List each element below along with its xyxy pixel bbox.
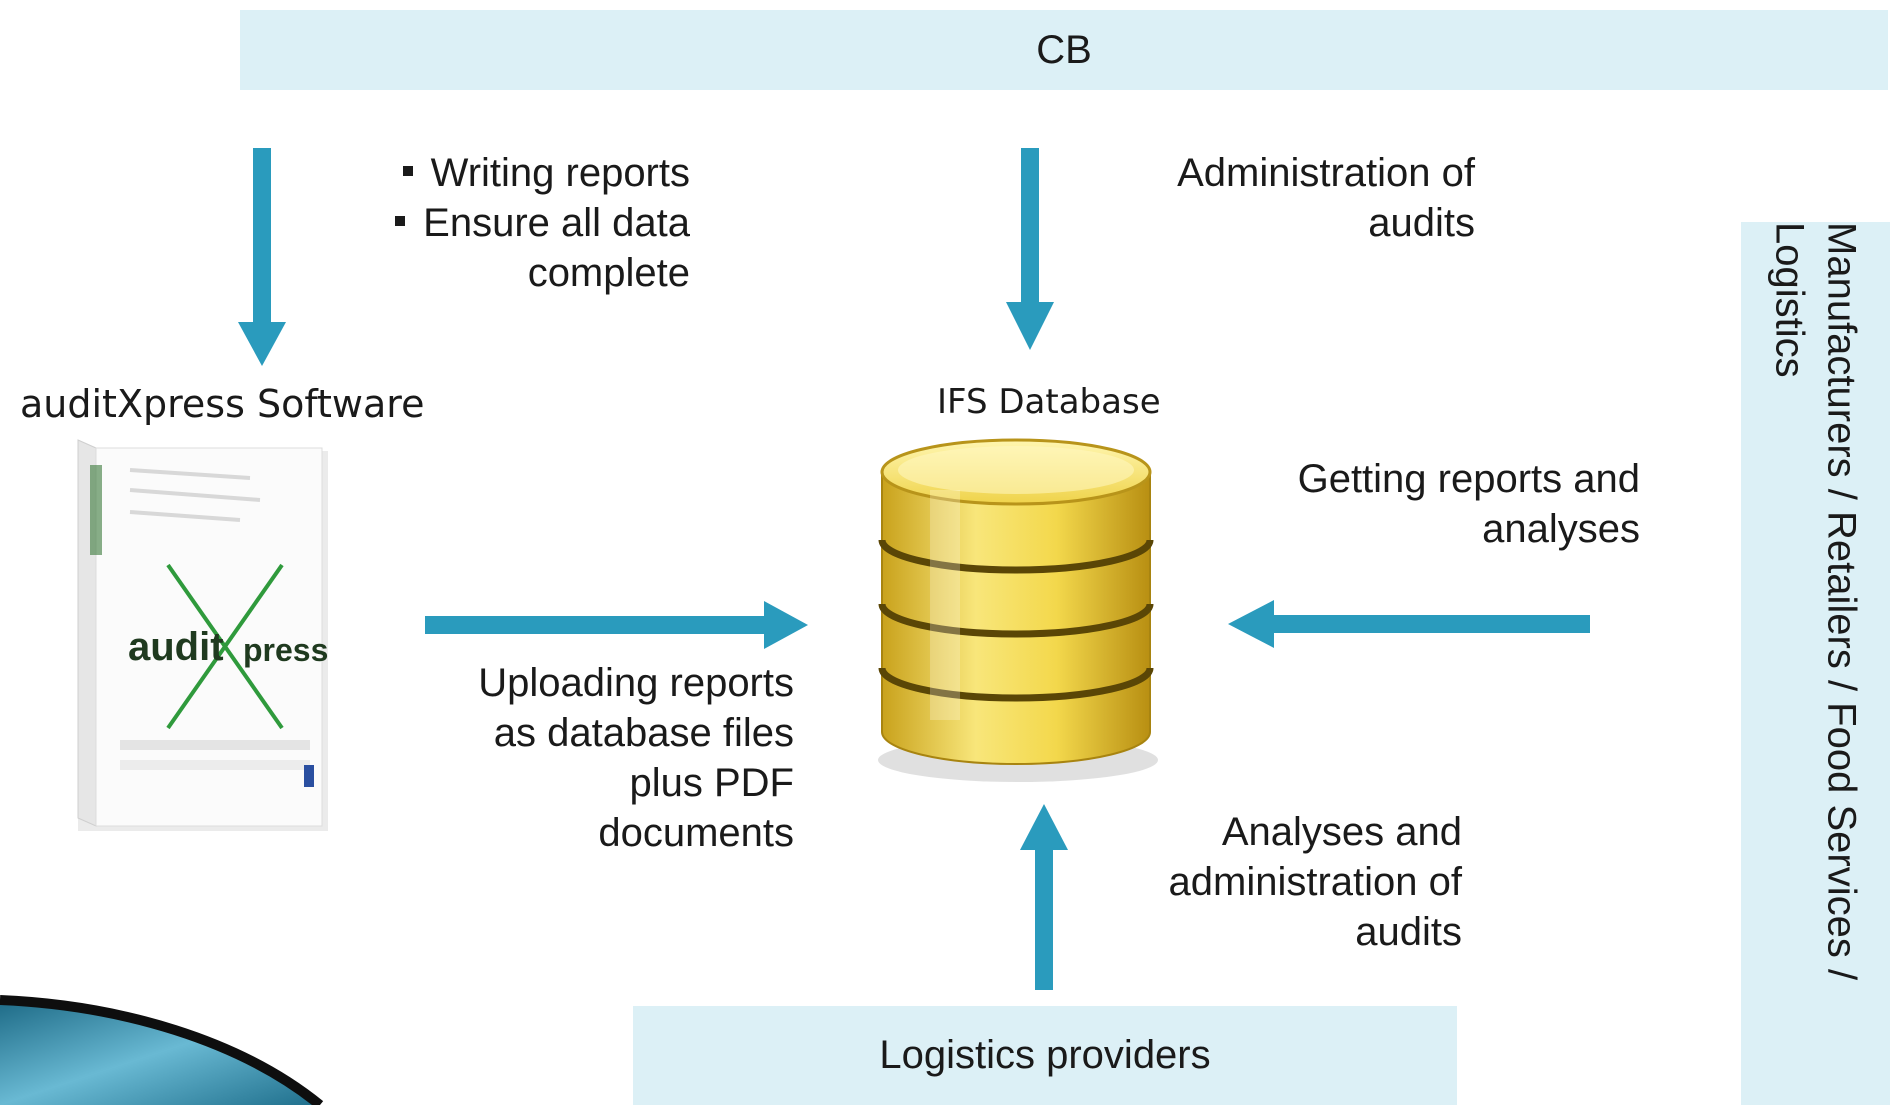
arrow-manufacturers-to-database <box>1228 600 1590 648</box>
software-logo-right: press <box>243 632 328 668</box>
getting-reports-label: Getting reports and analyses <box>1297 457 1640 551</box>
arrow-logistics-to-database <box>1020 804 1068 990</box>
cb-box: CB <box>240 10 1888 90</box>
list-item: Ensure all data <box>380 198 690 248</box>
writing-reports-list: Writing reports Ensure all data complete <box>380 148 690 298</box>
database-icon <box>878 438 1158 782</box>
corner-decoration <box>0 1000 320 1105</box>
manufacturers-label: Manufacturers / Retailers / Food Service… <box>1767 222 1864 981</box>
software-box-icon: audit press <box>77 439 328 831</box>
list-item: complete <box>527 251 690 295</box>
arrow-cb-to-database <box>1006 148 1054 350</box>
list-item: Writing reports <box>380 148 690 198</box>
administration-label: Administration of audits <box>1177 151 1475 245</box>
software-title: auditXpress Software <box>20 382 425 426</box>
arrow-cb-to-software <box>238 148 286 366</box>
arrow-software-to-database <box>425 601 808 649</box>
analyses-label: Analyses and administration of audits <box>1168 810 1462 954</box>
corner-decoration-edge <box>0 995 324 1105</box>
cb-label: CB <box>1036 27 1092 72</box>
uploading-reports-label: Uploading reports as database files plus… <box>478 661 794 855</box>
manufacturers-box: Manufacturers / Retailers / Food Service… <box>1741 222 1890 1105</box>
logistics-providers-box: Logistics providers <box>633 1006 1457 1105</box>
logistics-providers-label: Logistics providers <box>879 1033 1211 1077</box>
database-title: IFS Database <box>937 382 1161 422</box>
software-logo-left: audit <box>128 625 224 669</box>
